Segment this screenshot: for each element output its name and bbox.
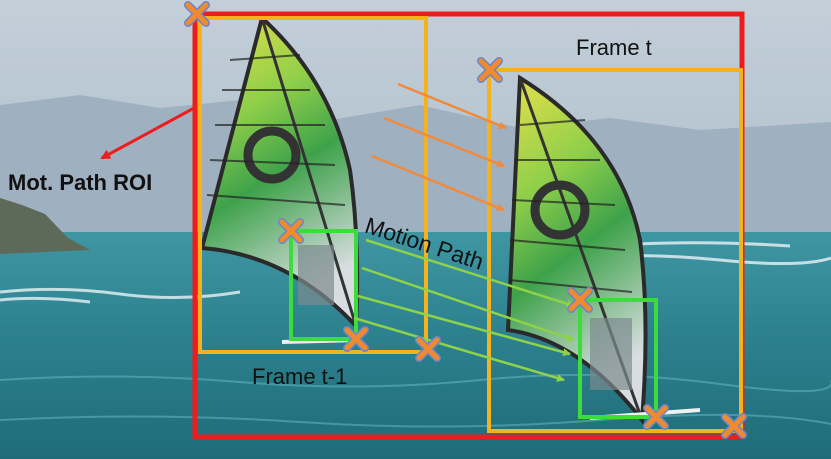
object-box-frame-t-minus-1: [289, 229, 358, 341]
arrow-icon: [397, 82, 507, 130]
arrow-icon: [365, 238, 575, 308]
arrow-icon: [383, 116, 505, 168]
roi-label: Mot. Path ROI: [8, 170, 153, 195]
sea: [0, 232, 831, 459]
roi-pointer-arrow: [100, 105, 197, 160]
arrow-icon: [357, 294, 571, 357]
windsurfer-frame-t: [505, 74, 701, 426]
wave-foam: [0, 241, 831, 304]
frame-t-minus-1-label: Frame t-1: [252, 364, 348, 389]
motion-arrows-orange: [371, 82, 507, 212]
motion-arrows-green: [353, 238, 575, 382]
frame-t-minus-1-box: [198, 16, 428, 354]
windsurfer-frame-t-minus-1: [199, 14, 361, 344]
arrow-icon: [371, 154, 505, 212]
object-box-frame-t: [578, 298, 658, 419]
rocky-headland: [0, 198, 90, 254]
frame-t-label: Frame t: [576, 35, 652, 60]
arrow-icon: [361, 266, 575, 342]
arrow-icon: [353, 316, 565, 382]
frame-t-box: [487, 68, 743, 433]
